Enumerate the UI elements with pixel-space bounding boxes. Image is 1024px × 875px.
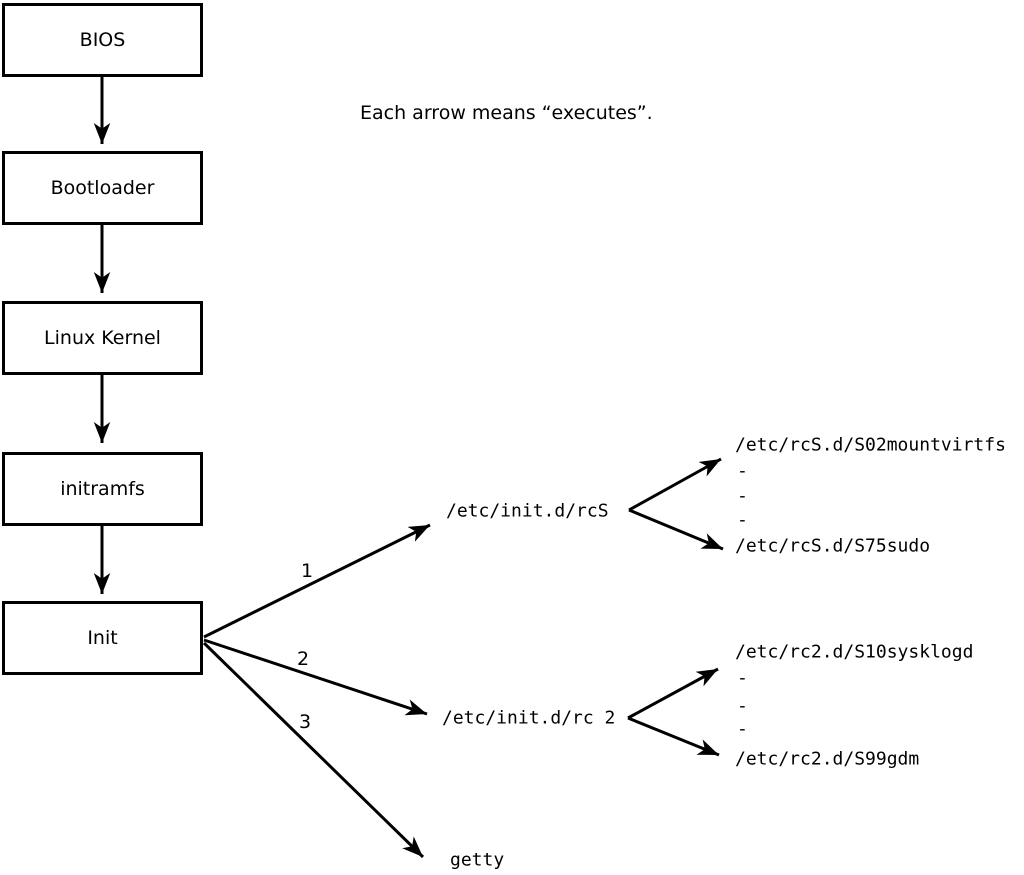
ellipsis-dash: - [737,718,748,740]
box-linux-kernel: Linux Kernel [2,301,203,375]
path-rc2-s99gdm: /etc/rc2.d/S99gdm [735,748,920,770]
arrow-rc2-to-s10 [627,667,719,720]
branch-number-3: 3 [299,711,312,733]
arrow-init-to-getty [202,641,425,859]
ellipsis-dash: - [737,485,748,507]
ellipsis-dash: - [737,460,748,482]
path-getty: getty [450,849,505,871]
arrow-rcs-to-s75 [628,508,724,551]
arrow-init-to-rc2 [203,638,428,716]
box-bootloader: Bootloader [2,151,203,225]
box-bios-label: BIOS [79,29,126,51]
box-bios: BIOS [2,3,203,77]
box-linux-kernel-label: Linux Kernel [44,327,161,349]
caption: Each arrow means “executes”. [360,102,653,124]
ellipsis-dash: - [737,509,748,531]
arrow-init-to-rcs [203,523,431,639]
path-rcs-s02mountvirtfs: /etc/rcS.d/S02mountvirtfs [735,434,1006,456]
branch-number-2: 2 [297,648,310,670]
box-bootloader-label: Bootloader [50,177,155,199]
arrow-rc2-to-s99 [627,716,720,757]
path-rc2-s10sysklogd: /etc/rc2.d/S10sysklogd [735,641,974,663]
path-etc-init-d-rcs: /etc/init.d/rcS [446,500,609,522]
ellipsis-dash: - [737,667,748,689]
box-initramfs-label: initramfs [60,478,145,500]
branch-number-1: 1 [301,560,314,582]
box-initramfs: initramfs [2,452,203,526]
path-etc-init-d-rc2: /etc/init.d/rc 2 [442,707,616,729]
path-rcs-s75sudo: /etc/rcS.d/S75sudo [735,535,931,557]
ellipsis-dash: - [737,695,748,717]
box-init-label: Init [87,627,118,649]
arrow-rcs-to-s02 [628,457,722,512]
box-init: Init [2,601,203,675]
